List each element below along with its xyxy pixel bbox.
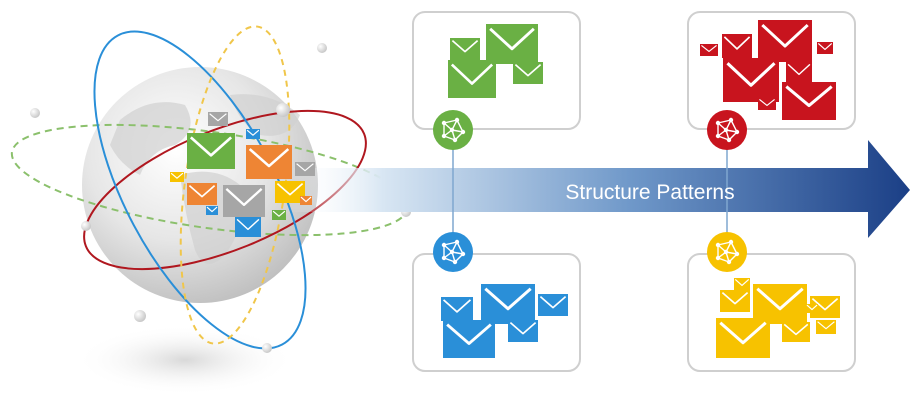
orbit-ball [276, 103, 290, 117]
mail-icon [206, 206, 218, 215]
mail-icon [443, 320, 495, 358]
network-icon-green [433, 110, 473, 150]
orbit-ball [30, 108, 40, 118]
arrow-shape [290, 140, 910, 238]
mail-icon [275, 181, 305, 203]
mail-icon [208, 112, 228, 126]
network-icon-yellow [707, 232, 747, 272]
orbit-ball [134, 310, 146, 322]
mail-icon [300, 196, 312, 205]
mail-icon [246, 145, 292, 179]
mail-icon [187, 133, 235, 169]
mail-icon [448, 60, 496, 98]
globe-shadow [75, 325, 295, 395]
mail-icon [481, 284, 535, 324]
globe-continents [110, 94, 300, 264]
mail-icon [758, 98, 776, 110]
mail-icon [450, 38, 480, 60]
mail-icon [734, 278, 750, 290]
mail-icon [223, 185, 265, 217]
orbit-ball [81, 221, 91, 231]
network-icon-blue [433, 232, 473, 272]
mail-icon [187, 183, 217, 205]
mail-icon [538, 294, 568, 316]
mail-icon [816, 320, 836, 334]
mail-icon [235, 217, 261, 237]
mail-icon [753, 284, 807, 324]
mail-icon [722, 34, 752, 58]
arrow-label: Structure Patterns [565, 181, 735, 204]
mail-icon [786, 62, 812, 82]
mail-icon [508, 320, 538, 342]
mail-icon [295, 162, 315, 176]
mail-icon [716, 318, 770, 358]
process-arrow [290, 140, 910, 238]
mail-icon [720, 290, 750, 312]
orbit-ball [317, 43, 327, 53]
mail-icon [272, 210, 286, 220]
mail-icon [441, 297, 473, 321]
mail-icon [806, 304, 818, 313]
mail-icon [513, 62, 543, 84]
mail-icon [246, 129, 260, 139]
mail-icon [723, 58, 779, 102]
network-icon-red [707, 110, 747, 150]
mail-icon [782, 82, 836, 120]
orbit-ball [262, 343, 272, 353]
mail-icon [817, 42, 833, 54]
mail-icon [486, 24, 538, 64]
mail-icon [782, 322, 810, 342]
mail-icon [758, 20, 812, 62]
mail-icon [170, 172, 184, 182]
mail-icon [700, 44, 718, 56]
